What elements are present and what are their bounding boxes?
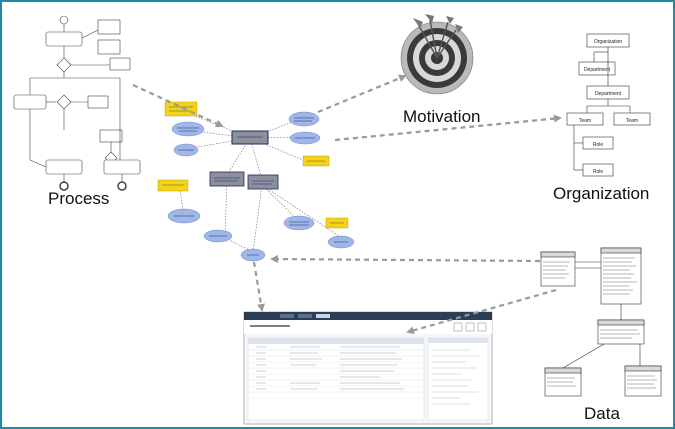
- org-label-role: Role: [593, 169, 604, 175]
- org-box-team: [613, 112, 651, 126]
- data-class-diagram: [540, 247, 662, 397]
- concept-yellow-note: [164, 101, 198, 117]
- label-process: Process: [48, 189, 110, 208]
- connector-organization: [334, 114, 562, 142]
- process-document: [97, 19, 121, 35]
- concept-box: [247, 174, 279, 190]
- org-box-role: [582, 136, 614, 150]
- concept-yellow-note: [157, 179, 189, 192]
- concept-node: [171, 121, 205, 137]
- connector-app: [252, 261, 265, 312]
- process-flow-diagram: [13, 15, 141, 191]
- org-label-role: Role: [593, 142, 604, 148]
- concept-node: [283, 215, 315, 231]
- label-data: Data: [584, 404, 620, 423]
- concept-central-box: [231, 130, 269, 145]
- organization-chart: [566, 33, 651, 177]
- process-end-event: [59, 181, 69, 191]
- org-box-department: [578, 61, 616, 76]
- org-label-team: Team: [626, 118, 638, 124]
- concept-node: [288, 111, 320, 127]
- uml-class: [600, 247, 642, 305]
- dart-arrows-icon: [413, 14, 463, 59]
- concept-map: [157, 101, 355, 262]
- connector-motivation: [317, 74, 407, 114]
- org-box-team: [566, 112, 604, 126]
- connector-arrows: [132, 74, 562, 335]
- concept-box: [209, 171, 245, 187]
- label-organization: Organization: [553, 184, 650, 203]
- connector-process: [132, 84, 224, 128]
- process-end-event: [117, 181, 127, 191]
- label-motivation: Motivation: [403, 107, 481, 126]
- org-box-role: [582, 163, 614, 177]
- org-label-organization: Organization: [594, 39, 623, 45]
- org-label-department: Department: [584, 67, 611, 73]
- process-document: [97, 39, 121, 55]
- application-screenshot: [243, 311, 493, 425]
- connector-data-app: [406, 288, 557, 335]
- org-label-department: Department: [595, 91, 622, 97]
- org-label-team: Team: [579, 118, 591, 124]
